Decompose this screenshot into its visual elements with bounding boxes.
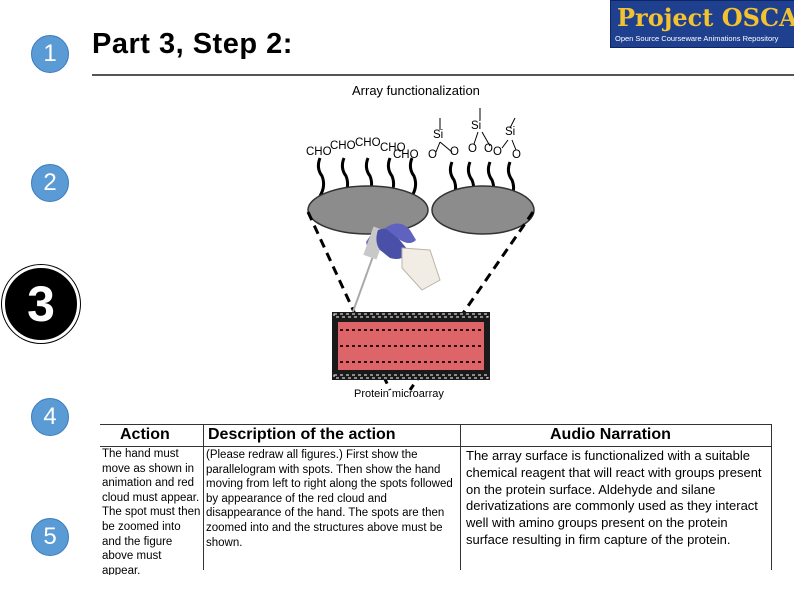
page-title: Part 3, Step 2: bbox=[92, 28, 293, 60]
action-text: The hand must move as shown in animation… bbox=[102, 448, 201, 575]
step-5-circle[interactable]: 5 bbox=[31, 518, 69, 556]
step-1-label: 1 bbox=[43, 40, 57, 67]
microarray-slide bbox=[332, 312, 490, 380]
array-figure bbox=[306, 108, 535, 391]
audio-header: Audio Narration bbox=[550, 426, 671, 443]
logo-sub-text: Open Source Courseware Animations Reposi… bbox=[615, 34, 779, 43]
si-bonds bbox=[435, 108, 517, 153]
left-surface-disc bbox=[307, 185, 429, 235]
si-label-1: Si bbox=[433, 129, 444, 141]
step-3-circle[interactable]: 3 bbox=[2, 265, 80, 343]
si-label-2: Si bbox=[471, 120, 482, 132]
figure-caption: Protein microarray bbox=[354, 388, 444, 400]
audio-narration-text: The array surface is functionalized with… bbox=[466, 448, 762, 547]
figure-title: Array functionalization bbox=[352, 83, 480, 98]
o-label-1: O bbox=[428, 149, 437, 161]
o-label-4: O bbox=[484, 143, 493, 155]
header-divider bbox=[92, 74, 794, 76]
cho-label-3: CHO bbox=[355, 137, 381, 149]
description-header: Description of the action bbox=[208, 426, 396, 443]
description-text: (Please redraw all figures.) First show … bbox=[206, 449, 453, 549]
table-col-divider-2 bbox=[460, 424, 461, 570]
step-3-label: 3 bbox=[27, 276, 55, 332]
cho-label-4: CHO bbox=[380, 142, 406, 154]
si-label-3: Si bbox=[505, 126, 516, 138]
step-5-label: 5 bbox=[43, 523, 57, 550]
hand-pipette-illustration bbox=[349, 223, 441, 321]
cho-label-5: CHO bbox=[393, 149, 419, 161]
o-label-2: O bbox=[450, 146, 459, 158]
cho-label-1: CHO bbox=[306, 146, 332, 158]
cho-label-2: CHO bbox=[330, 140, 356, 152]
table-col-divider-1 bbox=[203, 424, 204, 570]
table-right-border bbox=[771, 424, 772, 570]
o-label-5: O bbox=[493, 146, 502, 158]
step-4-circle[interactable]: 4 bbox=[31, 398, 69, 436]
table-header-border bbox=[100, 446, 772, 447]
table-top-border bbox=[100, 424, 772, 425]
o-label-3: O bbox=[468, 143, 477, 155]
logo-main-text: Project OSCAR bbox=[617, 3, 794, 32]
project-oscar-logo: Project OSCAR Open Source Courseware Ani… bbox=[610, 0, 794, 48]
right-surface-disc bbox=[431, 185, 535, 235]
step-4-label: 4 bbox=[43, 403, 57, 430]
step-1-circle[interactable]: 1 bbox=[31, 35, 69, 73]
step-2-label: 2 bbox=[43, 169, 57, 196]
action-header: Action bbox=[120, 426, 170, 443]
step-2-circle[interactable]: 2 bbox=[31, 164, 69, 202]
o-label-6: O bbox=[512, 149, 521, 161]
